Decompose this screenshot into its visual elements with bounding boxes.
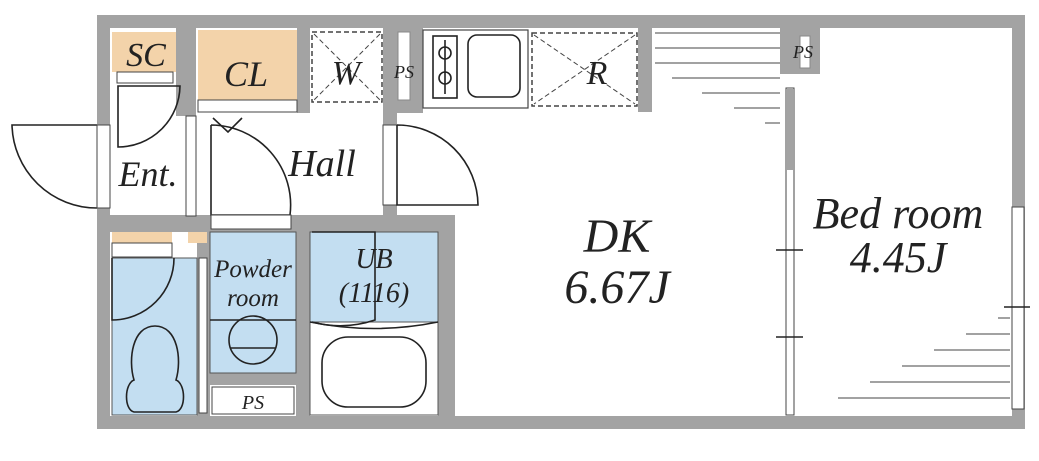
label-powder: Powder bbox=[213, 256, 292, 283]
bed-stair-lines bbox=[838, 317, 1010, 399]
sink-icon bbox=[467, 34, 521, 98]
label-bedroom-size: 4.45J bbox=[850, 233, 949, 282]
hall-door-icon bbox=[210, 124, 292, 216]
label-ub-size: (1116) bbox=[339, 278, 410, 309]
stove-icon bbox=[432, 35, 458, 99]
label-ub: UB bbox=[355, 244, 392, 275]
washer-space bbox=[311, 31, 383, 103]
label-dk: DK bbox=[583, 210, 654, 263]
bathtub-icon bbox=[321, 336, 427, 408]
toilet-icon bbox=[125, 325, 185, 413]
entrance-door-icon bbox=[11, 124, 98, 209]
label-ps-bottom: PS bbox=[241, 392, 264, 414]
label-sc: SC bbox=[126, 37, 166, 74]
label-cl: CL bbox=[224, 54, 268, 94]
washbasin-icon bbox=[228, 315, 278, 365]
label-ps-top: PS bbox=[393, 62, 414, 82]
label-bedroom: Bed room bbox=[813, 189, 984, 238]
ps-bottom bbox=[211, 386, 295, 415]
unit-bath bbox=[309, 231, 439, 323]
closet bbox=[198, 30, 297, 100]
kitchen-counter bbox=[422, 29, 529, 109]
label-ps-bed: PS bbox=[792, 42, 813, 62]
shoe-closet bbox=[112, 32, 176, 72]
label-r: R bbox=[586, 55, 608, 92]
label-w: W bbox=[332, 55, 363, 92]
label-hall: Hall bbox=[287, 143, 356, 185]
dk-door-icon bbox=[396, 124, 479, 206]
toilet-room bbox=[111, 257, 198, 416]
label-entrance: Ent. bbox=[118, 154, 178, 194]
label-dk-size: 6.67J bbox=[564, 261, 672, 314]
powder-room bbox=[209, 231, 297, 374]
stair-lines bbox=[655, 32, 780, 124]
label-powder-room: room bbox=[227, 285, 279, 312]
